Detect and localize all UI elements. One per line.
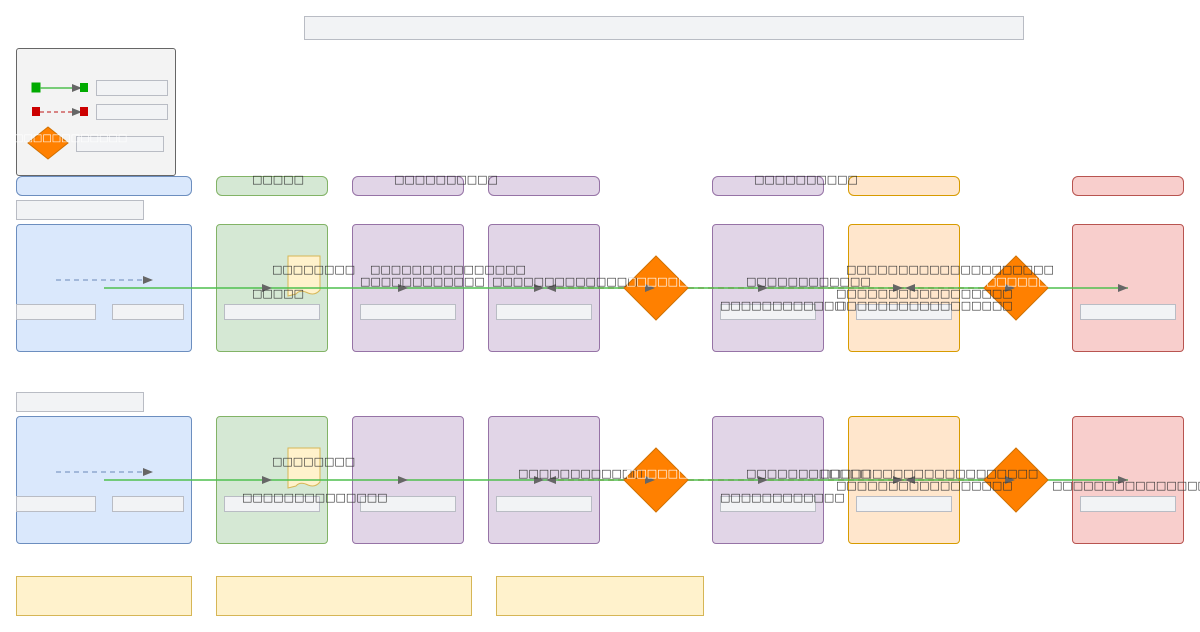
- row1-field-green: [224, 304, 320, 320]
- row2-red-sub-label: □□□□□□□□□□□□□□□□□□□□: [1052, 479, 1200, 492]
- row1-purple5-label: □□□□□□□□□□□□: [746, 275, 871, 288]
- lane-header-6: [848, 176, 960, 196]
- legend-decision-icon: [27, 126, 69, 160]
- row1-purple4-label: □□□□□□□□□□□□□□: [492, 275, 638, 288]
- row2-field-b: [112, 496, 184, 512]
- lane-header-1: [16, 176, 192, 196]
- legend-success-icon: [31, 82, 88, 93]
- legend-label-decision: [76, 136, 164, 152]
- row1-field-purple-3: [720, 304, 816, 320]
- row2-field-green: [224, 496, 320, 512]
- row2-field-purple-1: [360, 496, 456, 512]
- lane-header-label-3: □□□□□□□□□□: [394, 173, 498, 186]
- row1-purple3-label: □□□□□□□□□□□□: [360, 275, 485, 288]
- lane-header-7: [1072, 176, 1184, 196]
- row2-purple5-label: □□□□□□□□□□□□: [746, 467, 871, 480]
- row2-orange-top-label: □□□□□□□□□□□□□□□□□□□□□: [820, 467, 1039, 480]
- row1-field-purple-2: [496, 304, 592, 320]
- row1-decision-1-icon: [623, 255, 689, 321]
- row1-green-sub-label: □□□□□: [252, 287, 304, 300]
- row2-field-a: [16, 496, 96, 512]
- row1-orange-top-label: □□□□□□□□□□□□□□□□□□□□: [846, 263, 1054, 276]
- row1-purple5-sub-label: □□□□□□□□□□□□: [720, 299, 845, 312]
- row2-field-purple-2: [496, 496, 592, 512]
- row1-green-note-label: □□□□□□□□: [272, 263, 356, 276]
- row2-field-orange: [856, 496, 952, 512]
- row2-decision-1-label: □□□□□□□□: [626, 467, 710, 480]
- row2-note-icon: [287, 447, 321, 489]
- row1-purple3-top-label: □□□□□□□□□□□□□□□: [370, 263, 526, 276]
- row1-field-a: [16, 304, 96, 320]
- row2-title-placeholder: [16, 392, 144, 412]
- row2-green-note-label: □□□□□□□□: [272, 455, 356, 468]
- row1-orange-sub2-label: □□□□□□□□□□□□□□□□□: [836, 299, 1013, 312]
- row1-title-placeholder: [16, 200, 144, 220]
- footer-note-3: [496, 576, 704, 616]
- row2-field-purple-3: [720, 496, 816, 512]
- row1-field-red: [1080, 304, 1176, 320]
- lane-header-5: [712, 176, 824, 196]
- row2-orange-sub-label: □□□□□□□□□□□□□□□□□: [836, 479, 1013, 492]
- row1-orange-sub1-label: □□□□□□□□□□□□□□□□□: [836, 287, 1013, 300]
- row2-decision-1-icon: [623, 447, 689, 513]
- row1-decision-2-label: □□□□□□□□: [986, 275, 1070, 288]
- title-placeholder: [304, 16, 1024, 40]
- lane-header-2: [216, 176, 328, 196]
- row2-field-red: [1080, 496, 1176, 512]
- lane-header-4: [488, 176, 600, 196]
- row1-decision-1-label: □□□□□□□□: [626, 275, 710, 288]
- row1-decision-2-icon: [983, 255, 1049, 321]
- row1-field-purple-1: [360, 304, 456, 320]
- lane-header-label-2: □□□□□: [252, 173, 304, 186]
- footer-note-1: [16, 576, 192, 616]
- row2-purple4-label: □□□□□□□□□□□□: [518, 467, 643, 480]
- row1-field-orange: [856, 304, 952, 320]
- lane-header-label-5: □□□□□□□□□□: [754, 173, 858, 186]
- row2-purple5-sub-label: □□□□□□□□□□□□: [720, 491, 845, 504]
- legend-failure-icon: [32, 107, 88, 116]
- legend-label-success: [96, 80, 168, 96]
- row1-field-b: [112, 304, 184, 320]
- row2-decision-2-icon: [983, 447, 1049, 513]
- row2-green-sub-label: □□□□□□□□□□□□□□: [242, 491, 388, 504]
- legend-decision-caption: □□□□□□□□□□□□: [14, 133, 128, 144]
- legend-label-failure: [96, 104, 168, 120]
- lane-header-3: [352, 176, 464, 196]
- footer-note-2: [216, 576, 472, 616]
- row1-note-icon: [287, 255, 321, 297]
